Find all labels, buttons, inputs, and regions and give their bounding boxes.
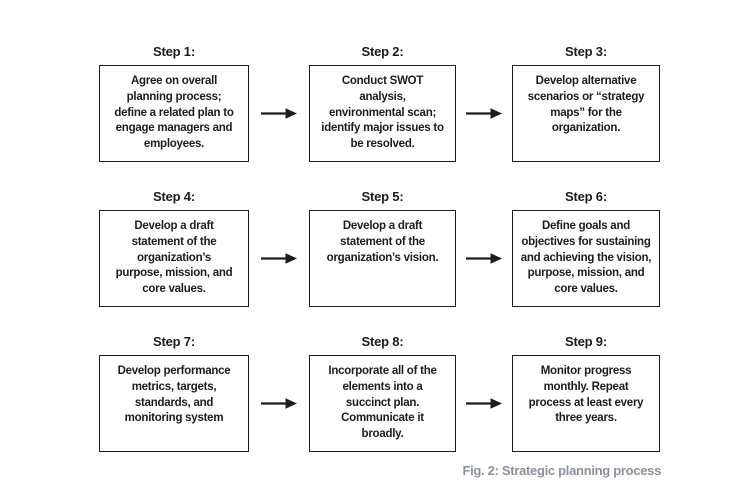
step-text: Incorporate all of the elements into a s… (328, 364, 437, 441)
step-label: Step 9: (565, 333, 607, 349)
step-text: Conduct SWOT analysis, environmental sca… (321, 75, 444, 151)
right-arrow-icon (261, 107, 297, 120)
step-text: Develop performance metrics, targets, st… (117, 364, 231, 425)
step-label: Step 3: (565, 44, 607, 59)
right-arrow-icon (261, 252, 297, 265)
process-row-1: Step 1: Step 2: Step 3: Agree on overall… (99, 44, 740, 162)
step-box: Develop alternative scenarios or “strate… (512, 65, 660, 162)
right-arrow-icon (466, 252, 502, 265)
step-box: Develop performance metrics, targets, st… (99, 354, 249, 452)
step-label: Step 6: (565, 188, 607, 204)
step-box: Monitor progress monthly. Repeat process… (512, 354, 660, 452)
step-text: Develop a draft statement of the organiz… (115, 219, 233, 296)
step-label: Step 7: (153, 333, 195, 349)
step-label: Step 1: (153, 44, 195, 59)
process-grid: Step 1: Step 2: Step 3: Agree on overall… (99, 44, 740, 452)
step-box: Incorporate all of the elements into a s… (309, 354, 456, 452)
step-label: Step 8: (361, 333, 404, 349)
step-text: Develop a draft statement of the organiz… (326, 219, 439, 264)
step-box: Develop a draft statement of the organiz… (309, 209, 456, 307)
step-box: Agree on overall planning process; defin… (99, 65, 249, 162)
process-row-2: Step 4: Step 5: Step 6: Develop a draft … (99, 189, 740, 307)
step-text: Monitor progress monthly. Repeat process… (528, 364, 644, 425)
right-arrow-icon (466, 107, 502, 120)
process-row-3: Step 7: Step 8: Step 9: Develop performa… (99, 334, 740, 452)
right-arrow-icon (466, 397, 502, 410)
step-label: Step 2: (361, 44, 404, 59)
figure-caption: Fig. 2: Strategic planning process (462, 462, 661, 478)
strategic-planning-process-figure: Step 1: Step 2: Step 3: Agree on overall… (99, 44, 740, 478)
step-label: Step 5: (361, 188, 404, 204)
step-text: Develop alternative scenarios or “strate… (527, 75, 645, 135)
right-arrow-icon (261, 397, 297, 410)
step-label: Step 4: (153, 188, 195, 204)
step-box: Develop a draft statement of the organiz… (99, 209, 249, 307)
step-text: Agree on overall planning process; defin… (114, 75, 234, 151)
step-box: Define goals and objectives for sustaini… (512, 209, 660, 307)
step-box: Conduct SWOT analysis, environmental sca… (309, 65, 456, 162)
step-text: Define goals and objectives for sustaini… (520, 219, 652, 296)
